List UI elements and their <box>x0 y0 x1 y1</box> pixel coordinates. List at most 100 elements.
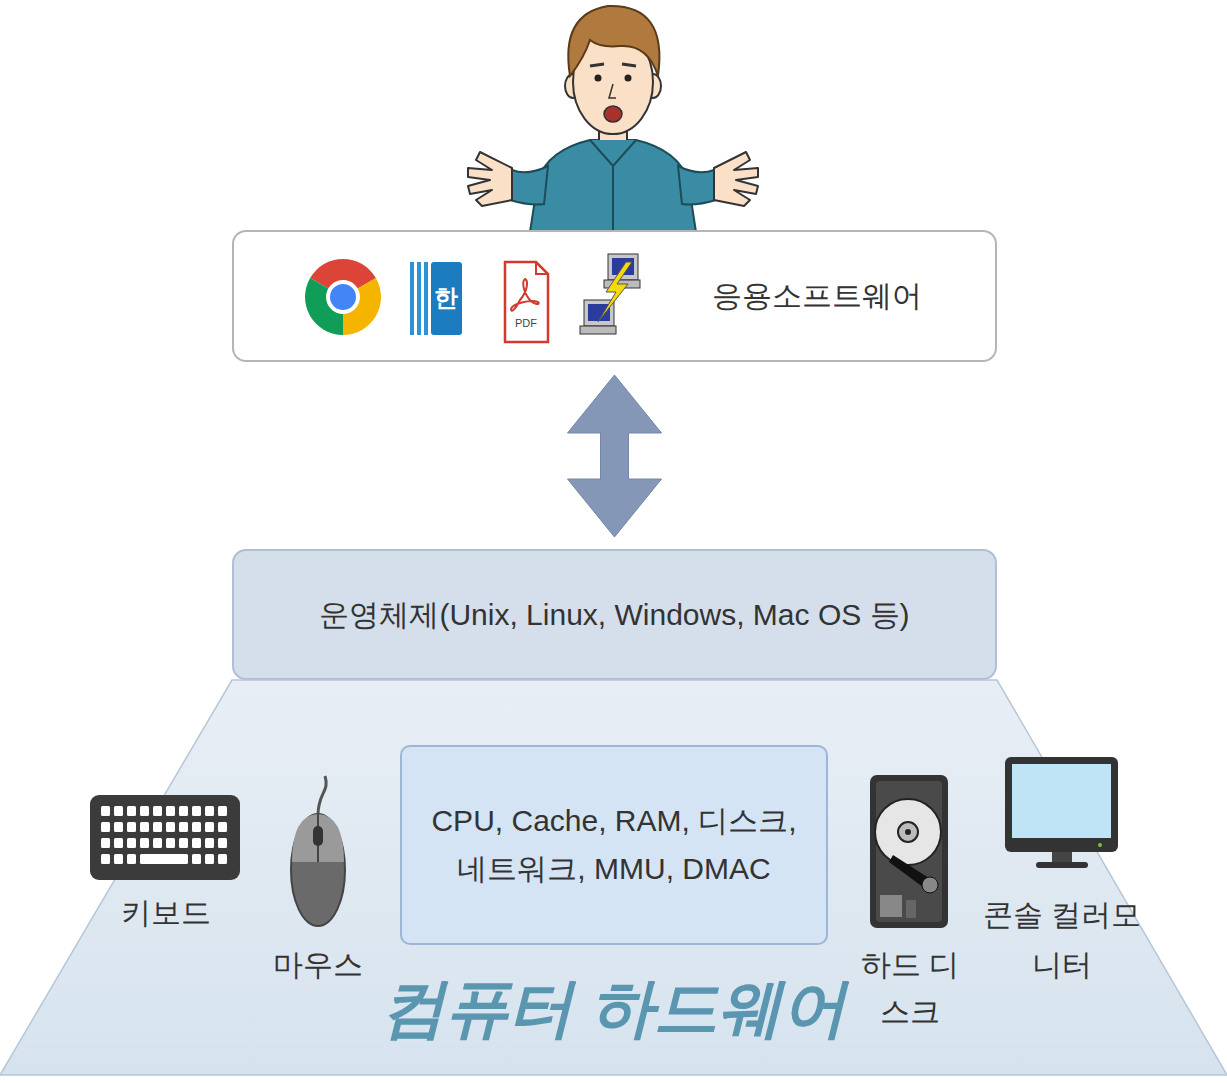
hangul-icon <box>417 262 421 335</box>
keyboard-key <box>192 822 201 832</box>
monitor-icon <box>1005 757 1118 868</box>
keyboard-key <box>127 838 136 848</box>
app-icons <box>305 254 640 342</box>
double-arrow <box>568 375 662 537</box>
monitor-icon <box>1036 862 1088 868</box>
hard-disk-icon <box>870 775 948 928</box>
node-text: 응용소프트웨어 <box>712 278 922 314</box>
person-illustration <box>678 166 716 205</box>
hangul-icon <box>410 262 414 335</box>
icon-letter: PDF <box>506 316 546 330</box>
keyboard-key <box>179 822 188 832</box>
hardware-trapezoid: 컴퓨터 하드웨어 CPU, Cache, RAM, 디스크, 네트워크, MMU,… <box>0 680 1227 1075</box>
putty-icon <box>598 262 632 322</box>
keyboard-key <box>192 854 201 864</box>
person-illustration <box>590 64 604 66</box>
keyboard-key <box>127 854 136 864</box>
pdf-icon <box>505 262 548 342</box>
keyboard-key <box>114 822 123 832</box>
software-box: 응용소프트웨어 <box>232 230 997 362</box>
chrome-icon <box>330 284 356 310</box>
monitor-icon <box>1005 757 1118 852</box>
person-illustration <box>468 6 758 232</box>
keyboard-keys <box>101 806 227 864</box>
person-illustration <box>510 166 548 205</box>
keyboard-key <box>205 854 214 864</box>
keyboard-key <box>179 806 188 816</box>
person-illustration <box>609 84 616 98</box>
keyboard-key <box>205 806 214 816</box>
keyboard-key <box>101 806 110 816</box>
hardware-trapezoid <box>0 680 1227 1075</box>
monitor-icon <box>1052 852 1072 862</box>
keyboard-key <box>140 822 149 832</box>
mouse-icon <box>313 826 323 846</box>
icon-letter: 한 <box>426 284 466 312</box>
keyboard-icon <box>90 795 240 880</box>
mouse-icon <box>291 776 345 926</box>
hard-disk-icon <box>880 895 902 917</box>
keyboard-key <box>205 838 214 848</box>
keyboard-key <box>127 806 136 816</box>
keyboard-key <box>192 806 201 816</box>
keyboard-key <box>179 838 188 848</box>
device-label: 마우스 <box>248 945 388 985</box>
monitor-icon <box>1012 764 1111 838</box>
person-illustration <box>595 75 602 82</box>
region-title: 컴퓨터 하드웨어 <box>381 970 847 1047</box>
person-illustration <box>530 140 696 232</box>
keyboard-key <box>153 822 162 832</box>
keyboard-key <box>218 838 227 848</box>
node-text: CPU, Cache, RAM, 디스크, 네트워크, MMU, DMAC <box>416 797 812 893</box>
hard-disk-icon <box>876 781 942 922</box>
keyboard-key <box>101 822 110 832</box>
hard-disk-icon <box>870 775 948 928</box>
keyboard-key <box>192 838 201 848</box>
hard-disk-icon <box>875 799 941 865</box>
person-illustration <box>590 140 636 166</box>
keyboard-icon <box>90 795 240 880</box>
person-illustration <box>612 166 614 232</box>
keyboard-key <box>114 838 123 848</box>
device-label: 하드 디스크 <box>855 941 965 1035</box>
putty-icon <box>580 254 640 334</box>
person-illustration <box>625 75 632 82</box>
hangul-icon <box>424 262 428 335</box>
mouse-icon <box>318 776 326 815</box>
chrome-icon <box>305 259 381 335</box>
node-text: 운영체제(Unix, Linux, Windows, Mac OS 등) <box>319 597 909 633</box>
person-illustration <box>622 64 636 66</box>
keyboard-key <box>140 854 188 864</box>
keyboard-key <box>166 806 175 816</box>
keyboard-key <box>101 854 110 864</box>
os-band: 운영체제(Unix, Linux, Windows, Mac OS 등) <box>232 549 997 680</box>
pdf-icon <box>511 279 539 311</box>
device-label: 콘솔 컬러모니터 <box>972 890 1152 990</box>
chrome-icon <box>326 280 360 314</box>
keyboard-key <box>166 822 175 832</box>
keyboard-key <box>218 854 227 864</box>
keyboard-key <box>101 838 110 848</box>
mouse-icon <box>292 814 344 862</box>
hard-disk-icon <box>922 877 938 893</box>
keyboard-key <box>205 822 214 832</box>
person-illustration <box>604 106 622 122</box>
core-parts-box: CPU, Cache, RAM, 디스크, 네트워크, MMU, DMAC <box>400 745 828 945</box>
keyboard-key <box>218 822 227 832</box>
keyboard-key <box>166 838 175 848</box>
person-illustration <box>714 152 758 206</box>
keyboard-key <box>114 806 123 816</box>
keyboard-key <box>153 838 162 848</box>
hard-disk-icon <box>898 822 918 842</box>
keyboard-key <box>127 822 136 832</box>
keyboard-key <box>140 838 149 848</box>
keyboard-key <box>218 806 227 816</box>
person-illustration <box>468 152 512 206</box>
mouse-icon <box>291 814 345 926</box>
keyboard-key <box>114 854 123 864</box>
pdf-icon <box>505 262 548 342</box>
putty-icon <box>580 326 616 334</box>
keyboard-key <box>153 806 162 816</box>
